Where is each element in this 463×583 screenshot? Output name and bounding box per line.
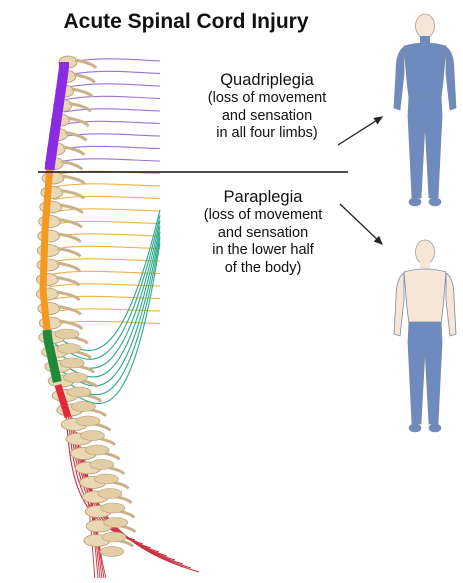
vertebra-process [72,89,93,97]
spinal-nerve [52,209,160,212]
vertebra-body [90,460,114,470]
spinal-nerve [62,121,160,124]
vertebra [37,245,59,257]
spinal-nerve [64,109,160,112]
vertebra-body [94,474,118,484]
vertebra-body [63,373,87,383]
spinal-nerve [66,96,161,99]
vertebra [36,274,58,286]
figure-arm [394,273,404,336]
paraplegia-arrow [340,204,382,244]
vertebra-process [62,176,85,184]
vertebra-process [58,234,81,242]
figure-torso [404,269,446,324]
vertebra-body [76,416,100,426]
vertebra-body [60,358,84,368]
vertebra [37,259,59,271]
vertebra-process [63,147,84,155]
vertebra-body [71,402,95,412]
figure-arm [446,273,456,336]
vertebra-process [60,205,83,213]
vertebra-body [104,518,128,528]
spinal-nerve [67,84,160,87]
figure-torso [404,43,446,98]
vertebra-body [67,387,91,397]
vertebra-body [85,445,109,455]
quadriplegia-arrow [338,117,382,145]
figure-foot [429,424,441,432]
vertebra-process [57,249,80,257]
spinal-nerve [56,159,160,162]
figure-foot [409,198,421,206]
vertebra-process [74,75,95,83]
vertebra-body [100,547,124,557]
figure-foot [429,198,441,206]
figure-arm [394,47,404,110]
vertebra-body [55,329,79,339]
vertebra-process [65,133,86,141]
figure-legs [408,96,442,198]
vertebra-body [102,532,126,542]
spinal-nerve [53,196,160,199]
figure-head [416,240,435,264]
spinal-nerve [50,259,160,262]
figure-arm [446,47,456,110]
vertebra-body [80,431,104,441]
vertebra-body [57,344,81,354]
vertebra-process [59,220,82,228]
vertebra-process [75,60,96,68]
vertebra-process [59,321,82,329]
figure-legs [408,322,442,424]
paraplegia-figure [394,240,456,432]
vertebra-process [61,162,82,170]
vertebra-body [98,489,122,499]
vertebra-body [101,503,125,513]
vertebra [38,230,60,242]
figure-foot [409,424,421,432]
vertebra-process [57,263,80,271]
spinal-nerve [69,71,160,74]
spinal-nerve [50,271,160,274]
figure-head [416,14,435,38]
vertebra-process [56,292,79,300]
spinal-nerve [54,184,160,187]
quadriplegia-figure [394,14,456,206]
